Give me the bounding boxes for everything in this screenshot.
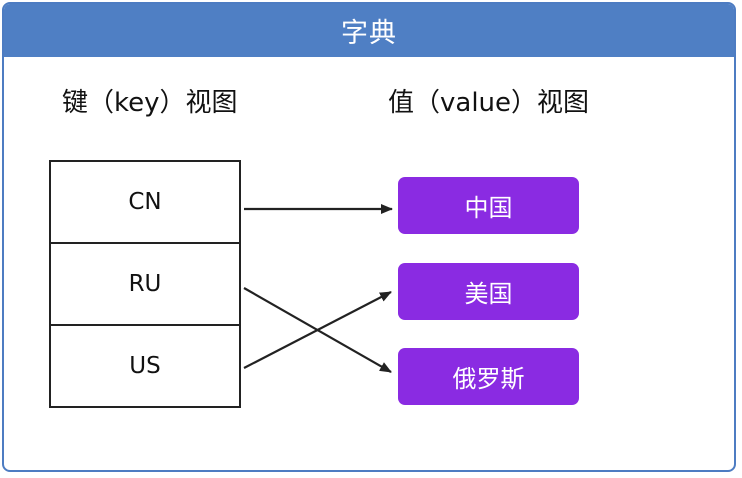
key-cell-ru: RU [51, 244, 239, 326]
value-view-label: 值（value）视图 [388, 88, 590, 118]
value-box-china: 中国 [398, 177, 579, 234]
key-table: CN RU US [49, 160, 241, 408]
key-view-label: 键（key）视图 [62, 88, 238, 118]
key-cell-cn: CN [51, 162, 239, 244]
value-box-usa: 美国 [398, 263, 579, 320]
key-cell-us: US [129, 353, 161, 379]
value-box-russia: 俄罗斯 [398, 348, 579, 405]
dictionary-title: 字典 [4, 4, 734, 57]
